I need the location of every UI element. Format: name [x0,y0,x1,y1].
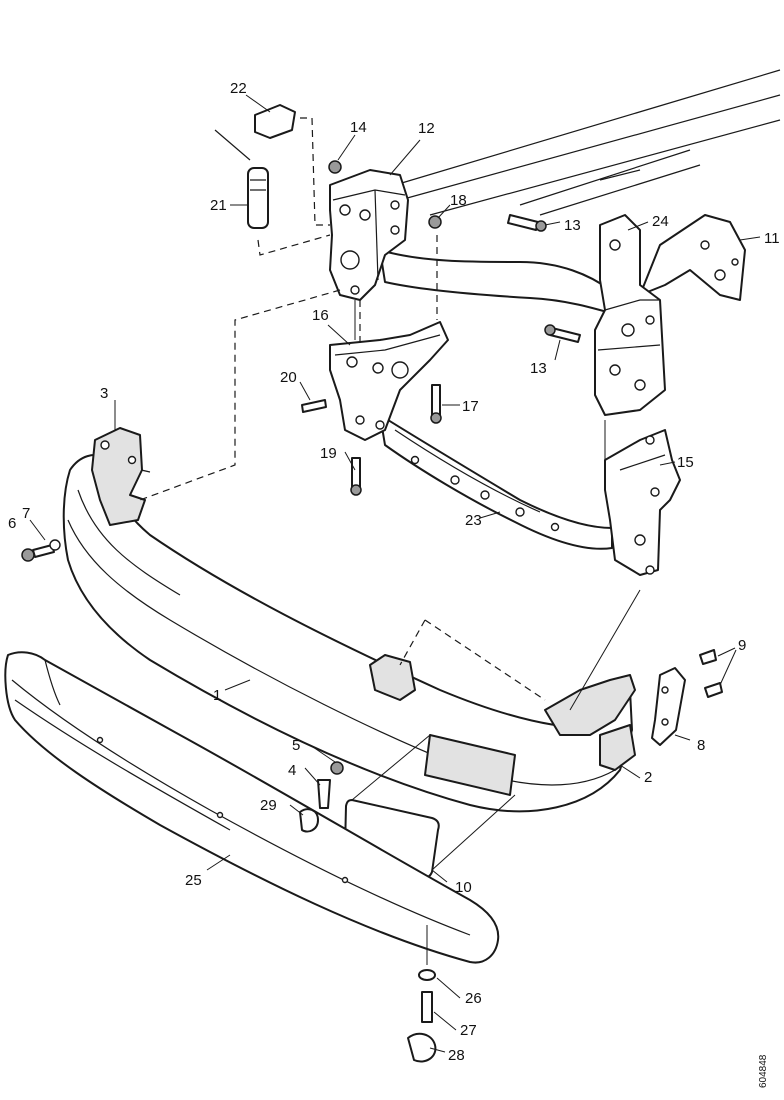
label-7: 7 [22,505,30,522]
center-bracket [369,654,416,701]
label-26: 26 [465,990,482,1007]
label-20: 20 [280,369,297,386]
document-reference: 604848 [758,1054,769,1088]
label-4: 4 [288,762,296,779]
label-23: 23 [465,512,482,529]
label-19: 19 [320,445,337,462]
washer [330,761,344,775]
bolt [431,384,441,416]
label-22: 22 [230,80,247,97]
label-24: 24 [652,213,669,230]
label-13: 13 [564,217,581,234]
label-9: 9 [738,637,746,654]
cross-member-hole [550,522,560,532]
bumper-bar [62,427,636,813]
bolt [421,991,433,1023]
callout-leaders [29,94,761,1053]
upper-left-bracket [329,169,409,301]
label-3: 3 [100,385,108,402]
lower-spoiler [4,651,500,964]
end-plate [651,667,686,746]
label-27: 27 [460,1022,477,1039]
label-11: 11 [764,230,780,247]
bolt [507,214,539,231]
cap [407,1032,437,1063]
assembly-lines [139,117,641,965]
label-13-b: 13 [530,360,547,377]
label-6: 6 [8,515,16,532]
label-28: 28 [448,1047,465,1064]
bolt [301,399,327,413]
washer [418,969,436,981]
label-10: 10 [455,879,472,896]
fasteners [21,104,723,1063]
cross-member-hole [515,507,525,517]
label-15: 15 [677,454,694,471]
cross-member-hole [410,455,420,465]
bolt [704,682,723,698]
plug [299,808,319,833]
nut [428,215,442,229]
right-mounting-bracket [594,214,666,416]
bumper-lamp-opening [424,734,516,796]
label-17: 17 [462,398,479,415]
label-1: 1 [213,687,221,704]
label-21: 21 [210,197,227,214]
label-2: 2 [644,769,652,786]
right-end-cap [599,724,636,771]
label-14: 14 [350,119,367,136]
label-12: 12 [418,120,435,137]
bolt [351,457,361,489]
cross-member-hole [450,475,460,485]
washer [49,539,61,551]
chassis-frame-rails [394,69,781,216]
right-end-bracket [544,674,636,736]
lower-left-bracket [329,321,449,441]
cross-member-hole [480,490,490,500]
label-8: 8 [697,737,705,754]
bolt [317,779,331,809]
label-16: 16 [312,307,329,324]
bolt [699,649,717,665]
label-29: 29 [260,797,277,814]
nut [328,160,342,174]
clip [254,104,296,139]
frame-bracket-rear [639,214,746,301]
label-5: 5 [292,737,300,754]
stud-sleeve [247,167,269,229]
front-cross-member [379,249,641,550]
label-25: 25 [185,872,202,889]
label-18: 18 [450,192,467,209]
right-lower-bracket [604,429,681,576]
stud-rod [214,129,251,161]
callout-labels: 22 14 12 18 13 24 11 21 16 13 20 3 17 19… [8,80,780,1088]
left-end-bracket [91,427,146,526]
